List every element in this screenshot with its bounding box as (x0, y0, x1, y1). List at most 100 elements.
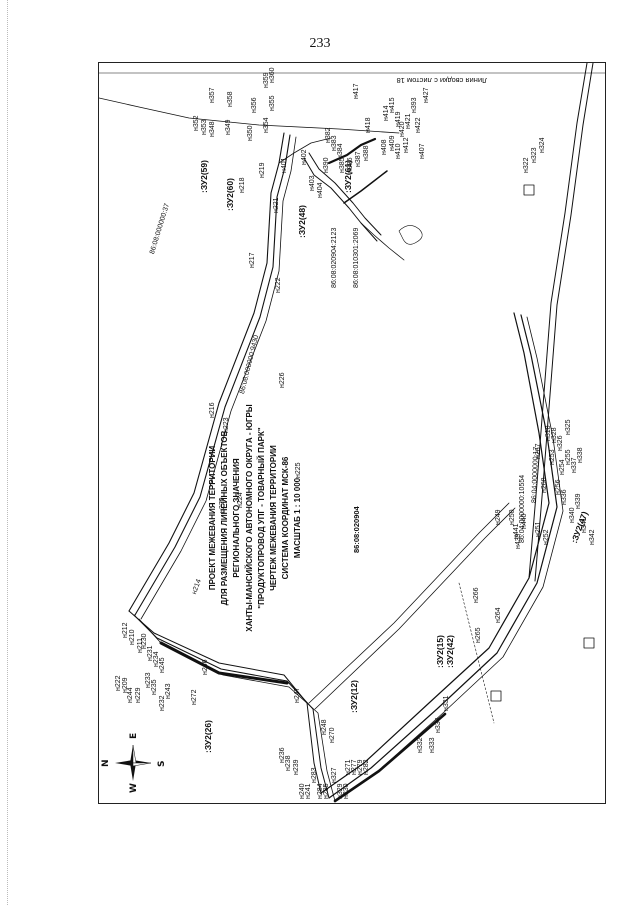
page-number: 233 (309, 36, 331, 51)
point-label: н212 (122, 622, 129, 638)
point-label: н219 (259, 162, 266, 178)
point-label: н402 (301, 149, 308, 165)
title-line-7: СИСТЕМА КООРДИНАТ МСК-86 (281, 456, 291, 580)
point-label: н267 (535, 443, 542, 459)
parcel-label-12: :ЗУ2(12) (349, 680, 359, 713)
building-square-2 (490, 690, 502, 702)
point-label: н220 (219, 497, 226, 513)
point-label: н357 (209, 87, 216, 103)
point-label: н221 (273, 197, 280, 213)
point-label: н222 (115, 675, 122, 691)
point-label: н225 (295, 462, 302, 478)
point-label: н266 (473, 587, 480, 603)
point-label: н418 (365, 117, 372, 133)
point-label: н358 (227, 91, 234, 107)
cadastral-label-3: 86:08:020904:2123 (331, 227, 338, 288)
parcel-label-15: :ЗУ2(15) (435, 635, 445, 668)
point-label: н223 (223, 417, 230, 433)
cadastral-label-4: 86:08:010301:2069 (353, 227, 360, 288)
point-label: н243 (165, 683, 172, 699)
road-top (99, 97, 400, 134)
point-label: н325 (565, 419, 572, 435)
point-label: н352 (193, 115, 200, 131)
point-label: н341 (581, 517, 588, 533)
point-label: н407 (419, 143, 426, 159)
point-label: н239 (293, 759, 300, 775)
point-label: н408 (381, 139, 388, 155)
point-label: н441 (513, 523, 520, 539)
title-line-8: МАСШТАБ 1 : 10 000 (293, 477, 303, 559)
survey-line (458, 582, 495, 724)
point-label: н390 (323, 157, 330, 173)
point-label: н265 (475, 627, 482, 643)
point-label: н356 (251, 97, 258, 113)
point-label: н253 (549, 449, 556, 465)
point-label: н401 (281, 157, 288, 173)
pipeline-east (320, 312, 564, 802)
point-label: н210 (129, 629, 136, 645)
point-label: н404 (317, 182, 324, 198)
point-label: н327 (331, 767, 338, 783)
point-label: н421 (405, 113, 412, 129)
parcel-label-59: :ЗУ2(59) (199, 160, 209, 193)
point-label: н244 (127, 687, 134, 703)
point-label: н229 (135, 687, 142, 703)
compass-e: E (129, 732, 139, 739)
point-label: н330 (343, 783, 350, 799)
point-label: н388 (363, 145, 370, 161)
point-label: н353 (201, 119, 208, 135)
point-label: н322 (523, 157, 530, 173)
point-label: н264 (495, 607, 502, 623)
point-label: н355 (269, 95, 276, 111)
point-label: н282 (363, 759, 370, 775)
point-label: н331 (443, 695, 450, 711)
point-label: н360 (269, 67, 276, 83)
point-label: н283 (311, 767, 318, 783)
point-label: н247 (294, 687, 301, 703)
compass-n: N (101, 759, 111, 767)
point-label: н403 (309, 175, 316, 191)
point-label: н422 (415, 117, 422, 133)
map-frame: ПРОЕКТ МЕЖЕВАНИЯ ТЕРРИТОРИИ ДЛЯ РАЗМЕЩЕН… (98, 62, 606, 804)
map-title-block: ПРОЕКТ МЕЖЕВАНИЯ ТЕРРИТОРИИ ДЛЯ РАЗМЕЩЕН… (207, 373, 305, 663)
compass-rose (113, 743, 153, 783)
building-square-1 (583, 637, 595, 649)
pipeline-north-east (528, 63, 594, 582)
map-drawing (99, 63, 605, 803)
title-line-3: РЕГИОНАЛЬНОГО ЗНАЧЕНИЯ (232, 458, 242, 578)
binding-edge (7, 0, 8, 905)
point-label: н252 (543, 529, 550, 545)
point-label: н349 (225, 119, 232, 135)
point-label: н427 (423, 87, 430, 103)
parcel-label-48: :ЗУ2(48) (297, 205, 307, 238)
point-label: н348 (209, 121, 216, 137)
point-label: н350 (247, 125, 254, 141)
title-line-6: ЧЕРТЕЖ МЕЖЕВАНИЯ ТЕРРИТОРИИ (269, 445, 279, 591)
point-label: н241 (305, 783, 312, 799)
point-label: н385 (339, 157, 346, 173)
point-label: н245 (159, 657, 166, 673)
point-label: н251 (535, 521, 542, 537)
point-label: н334 (435, 717, 442, 733)
cadastral-label-1: 86:08:020904 (352, 506, 361, 553)
point-label: н326 (557, 435, 564, 451)
point-label: н226 (279, 372, 286, 388)
point-label: н386 (347, 157, 354, 173)
point-label: н342 (589, 529, 596, 545)
point-label: н332 (417, 737, 424, 753)
point-label: н248 (321, 719, 328, 735)
compass-w: W (129, 783, 139, 793)
point-label: н272 (191, 689, 198, 705)
point-label: н249 (495, 509, 502, 525)
point-label: н440 (521, 513, 528, 529)
point-label: н323 (531, 147, 538, 163)
parcel-label-60: :ЗУ2(60) (225, 178, 235, 211)
point-label: н333 (429, 737, 436, 753)
parcel-label-26: :ЗУ2(26) (203, 720, 213, 753)
point-label: н336 (561, 489, 568, 505)
point-label: н340 (569, 507, 576, 523)
point-label: н268 (541, 477, 548, 493)
building-square-3 (523, 184, 535, 196)
point-label: н222 (275, 277, 282, 293)
point-label: н224 (237, 492, 244, 508)
